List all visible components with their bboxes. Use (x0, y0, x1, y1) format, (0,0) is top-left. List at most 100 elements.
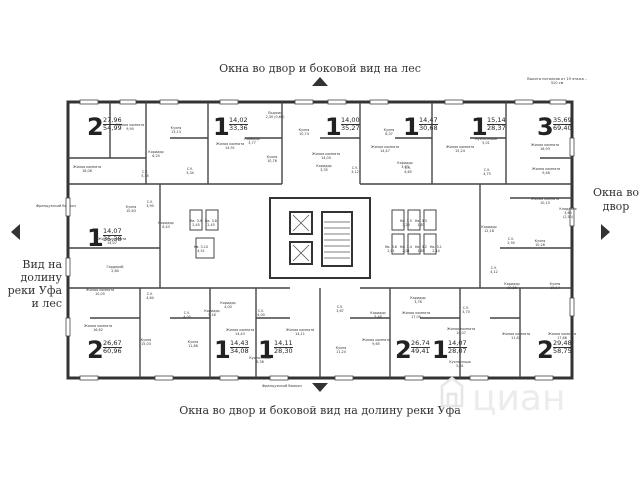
technical-room-label: Кв. 3.2 1,85 (415, 245, 427, 253)
room-label: Жилая комната 16,62 (84, 324, 113, 332)
room-label: Жилая комната 17,09 (402, 311, 431, 319)
apartment-total-area: 35,27 (341, 124, 360, 132)
apartment-rooms: 1 (258, 336, 275, 364)
room-label: С.У. 3,34 (186, 167, 194, 175)
apartment-living-area: 15,14 (487, 116, 506, 125)
apartment-rooms: 2 (395, 336, 412, 364)
room-label: С.У. 4,65 (404, 166, 412, 174)
apartment-total-area: 28,37 (487, 124, 506, 132)
floor-plan (65, 99, 575, 381)
room-label: С.У. 3,67 (336, 305, 344, 313)
room-label: Коридор 5,16 (204, 309, 220, 317)
apartment-rooms: 1 (432, 336, 449, 364)
room-label: Жилая комната 14,11 (286, 328, 315, 336)
room-label: Кухня 15,03 (140, 338, 152, 346)
room-label: Жилая комната 11,83 (502, 332, 531, 340)
room-label: С.У. 4,64 (146, 292, 154, 300)
apartment-living-area: 14,47 (419, 116, 438, 125)
french-balcony-note-left: Французский балкон (36, 204, 76, 208)
technical-room-label: Кв. 3.8 2,45 (205, 219, 217, 227)
room-label: Кладовая 3,60 (2,50) (559, 207, 577, 219)
room-label: Кухня 8,37 (383, 128, 395, 136)
apartment-living-area: 26,67 (103, 339, 122, 348)
room-label: Жилая комната 9,90 (116, 123, 145, 131)
technical-room-label: Кв. 3.10 4,51 (193, 245, 209, 253)
room-label: Кухня 10,14 (549, 282, 561, 290)
room-label: С.У. 3,70 (462, 306, 470, 314)
technical-room-label: Кв. 3.4 2,01 (400, 245, 412, 253)
direction-arrow-up-icon (312, 77, 328, 86)
apartment-total-area: 33,36 (229, 124, 248, 132)
technical-room-label: Кв. 3.6 2,01 (385, 245, 397, 253)
apartment-living-area: 14,07 (103, 227, 122, 236)
apartment-living-area: 26,74 (411, 339, 430, 348)
room-label: Кухня 10,74 (298, 128, 310, 136)
apartment-living-area: 14,43 (230, 339, 249, 348)
room-label: Жилая комната 14,47 (371, 145, 400, 153)
technical-room-label: Кв. 3.9 2,45 (190, 219, 202, 227)
view-caption-right: Окна во двор (592, 186, 640, 213)
technical-room-label: Лоджия 2,30 (0,69) (265, 111, 285, 119)
apartment-total-area: 69,40 (553, 124, 572, 132)
direction-arrow-left-icon (11, 224, 20, 240)
room-label: Жилая комната 9,48 (532, 167, 561, 175)
room-label: Жилая комната 14,07 (98, 237, 127, 245)
apartment-rooms: 3 (537, 113, 554, 141)
apartment-rooms: 1 (214, 336, 231, 364)
apartment-total-area: 49,41 (411, 347, 430, 355)
apartment-living-area: 27,96 (103, 116, 122, 125)
apartment-living-area: 35,69 (553, 116, 572, 125)
room-label: Жилая комната 16,93 (531, 143, 560, 151)
room-label: Коридор 3,35 (316, 164, 332, 172)
apartment-total-area: 28,30 (274, 347, 293, 355)
apartment-rooms: 1 (325, 113, 342, 141)
room-label: Коридор 10,86 (504, 282, 520, 290)
direction-arrow-down-icon (312, 383, 328, 392)
room-label: Коридор 12,18 (481, 225, 497, 233)
room-label: С.У. 4,05 (183, 311, 191, 319)
room-label: Кухня 11,24 (335, 346, 347, 354)
technical-room-label: Кв. 3.3 1,83 (415, 219, 427, 227)
apartment-living-area: 14,11 (274, 339, 293, 348)
room-label: Кухня 10,83 (125, 205, 137, 213)
ceiling-note: Высота потолков от 19 этажа – 310 см (527, 77, 587, 85)
room-label: С.У. 3,90 (146, 200, 154, 208)
apartment-total-area: 58,75 (553, 347, 572, 355)
apartment-rooms: 1 (471, 113, 488, 141)
apartment-total-area: 35,38 (103, 235, 122, 243)
apartment-rooms: 2 (537, 336, 554, 364)
room-label: Жилая комната 14,43 (226, 328, 255, 336)
room-label: Коридор 3,77 (244, 137, 260, 145)
room-label: Кухня 10,26 (534, 239, 546, 247)
technical-room-label: Кв. 3.1 2,14 (430, 245, 442, 253)
room-label: Коридор 3,63 (397, 161, 413, 169)
apartment-total-area: 34,08 (230, 347, 249, 355)
room-label: Жилая комната 14,91 (216, 142, 245, 150)
room-label: С.У. 5,35 (141, 170, 149, 178)
room-label: Коридор 3,78 (410, 296, 426, 304)
room-label: С.У. 3,12 (351, 166, 359, 174)
apartment-rooms: 1 (87, 224, 104, 252)
room-label: Жилая комната 10,05 (86, 288, 115, 296)
room-label: Кухня-ниша 5,01 (475, 137, 497, 145)
room-label: Жилая комната 14,07 (447, 327, 476, 335)
apartment-total-area: 60,96 (103, 347, 122, 355)
apartment-rooms: 1 (403, 113, 420, 141)
room-label: Коридор 6,43 (158, 221, 174, 229)
room-label: Жилая комната 18,06 (73, 165, 102, 173)
apartment-living-area: 14,07 (448, 339, 467, 348)
room-label: С.У. 4,00 (257, 309, 265, 317)
room-label: Кухня 13,13 (170, 126, 182, 134)
view-caption-bottom: Окна во двор и боковой вид на долину рек… (179, 404, 461, 417)
room-label: С.У. 4,75 (483, 168, 491, 176)
room-label: Жилая комната 9,65 (362, 338, 391, 346)
room-label: Жилая комната 15,24 (446, 145, 475, 153)
view-caption-left: Вид на долину реки Уфа и лес (7, 258, 62, 310)
apartment-living-area: 14,02 (229, 116, 248, 125)
room-label: С.У. 4,12 (490, 266, 498, 274)
room-label: Кухня 11,86 (187, 340, 199, 348)
watermark: циан (440, 376, 566, 419)
view-caption-top: Окна во двор и боковой вид на лес (219, 62, 421, 75)
room-label: Жилая комната 17,66 (548, 332, 577, 340)
apartment-living-area: 14,00 (341, 116, 360, 125)
